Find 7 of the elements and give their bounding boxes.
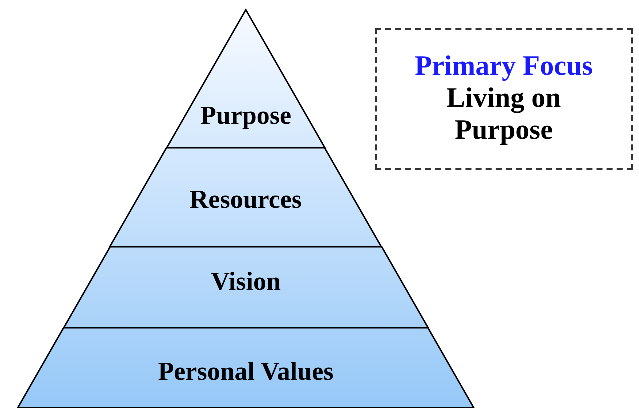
dashed-callout-box [375, 28, 633, 170]
level-label: Vision [211, 267, 281, 296]
level-label: Personal Values [158, 357, 334, 386]
heading-text: Primary Focus [414, 51, 594, 82]
body-text: Living on Purpose [446, 83, 562, 146]
level-label: Purpose [200, 101, 292, 130]
level-label: Resources [190, 185, 302, 214]
